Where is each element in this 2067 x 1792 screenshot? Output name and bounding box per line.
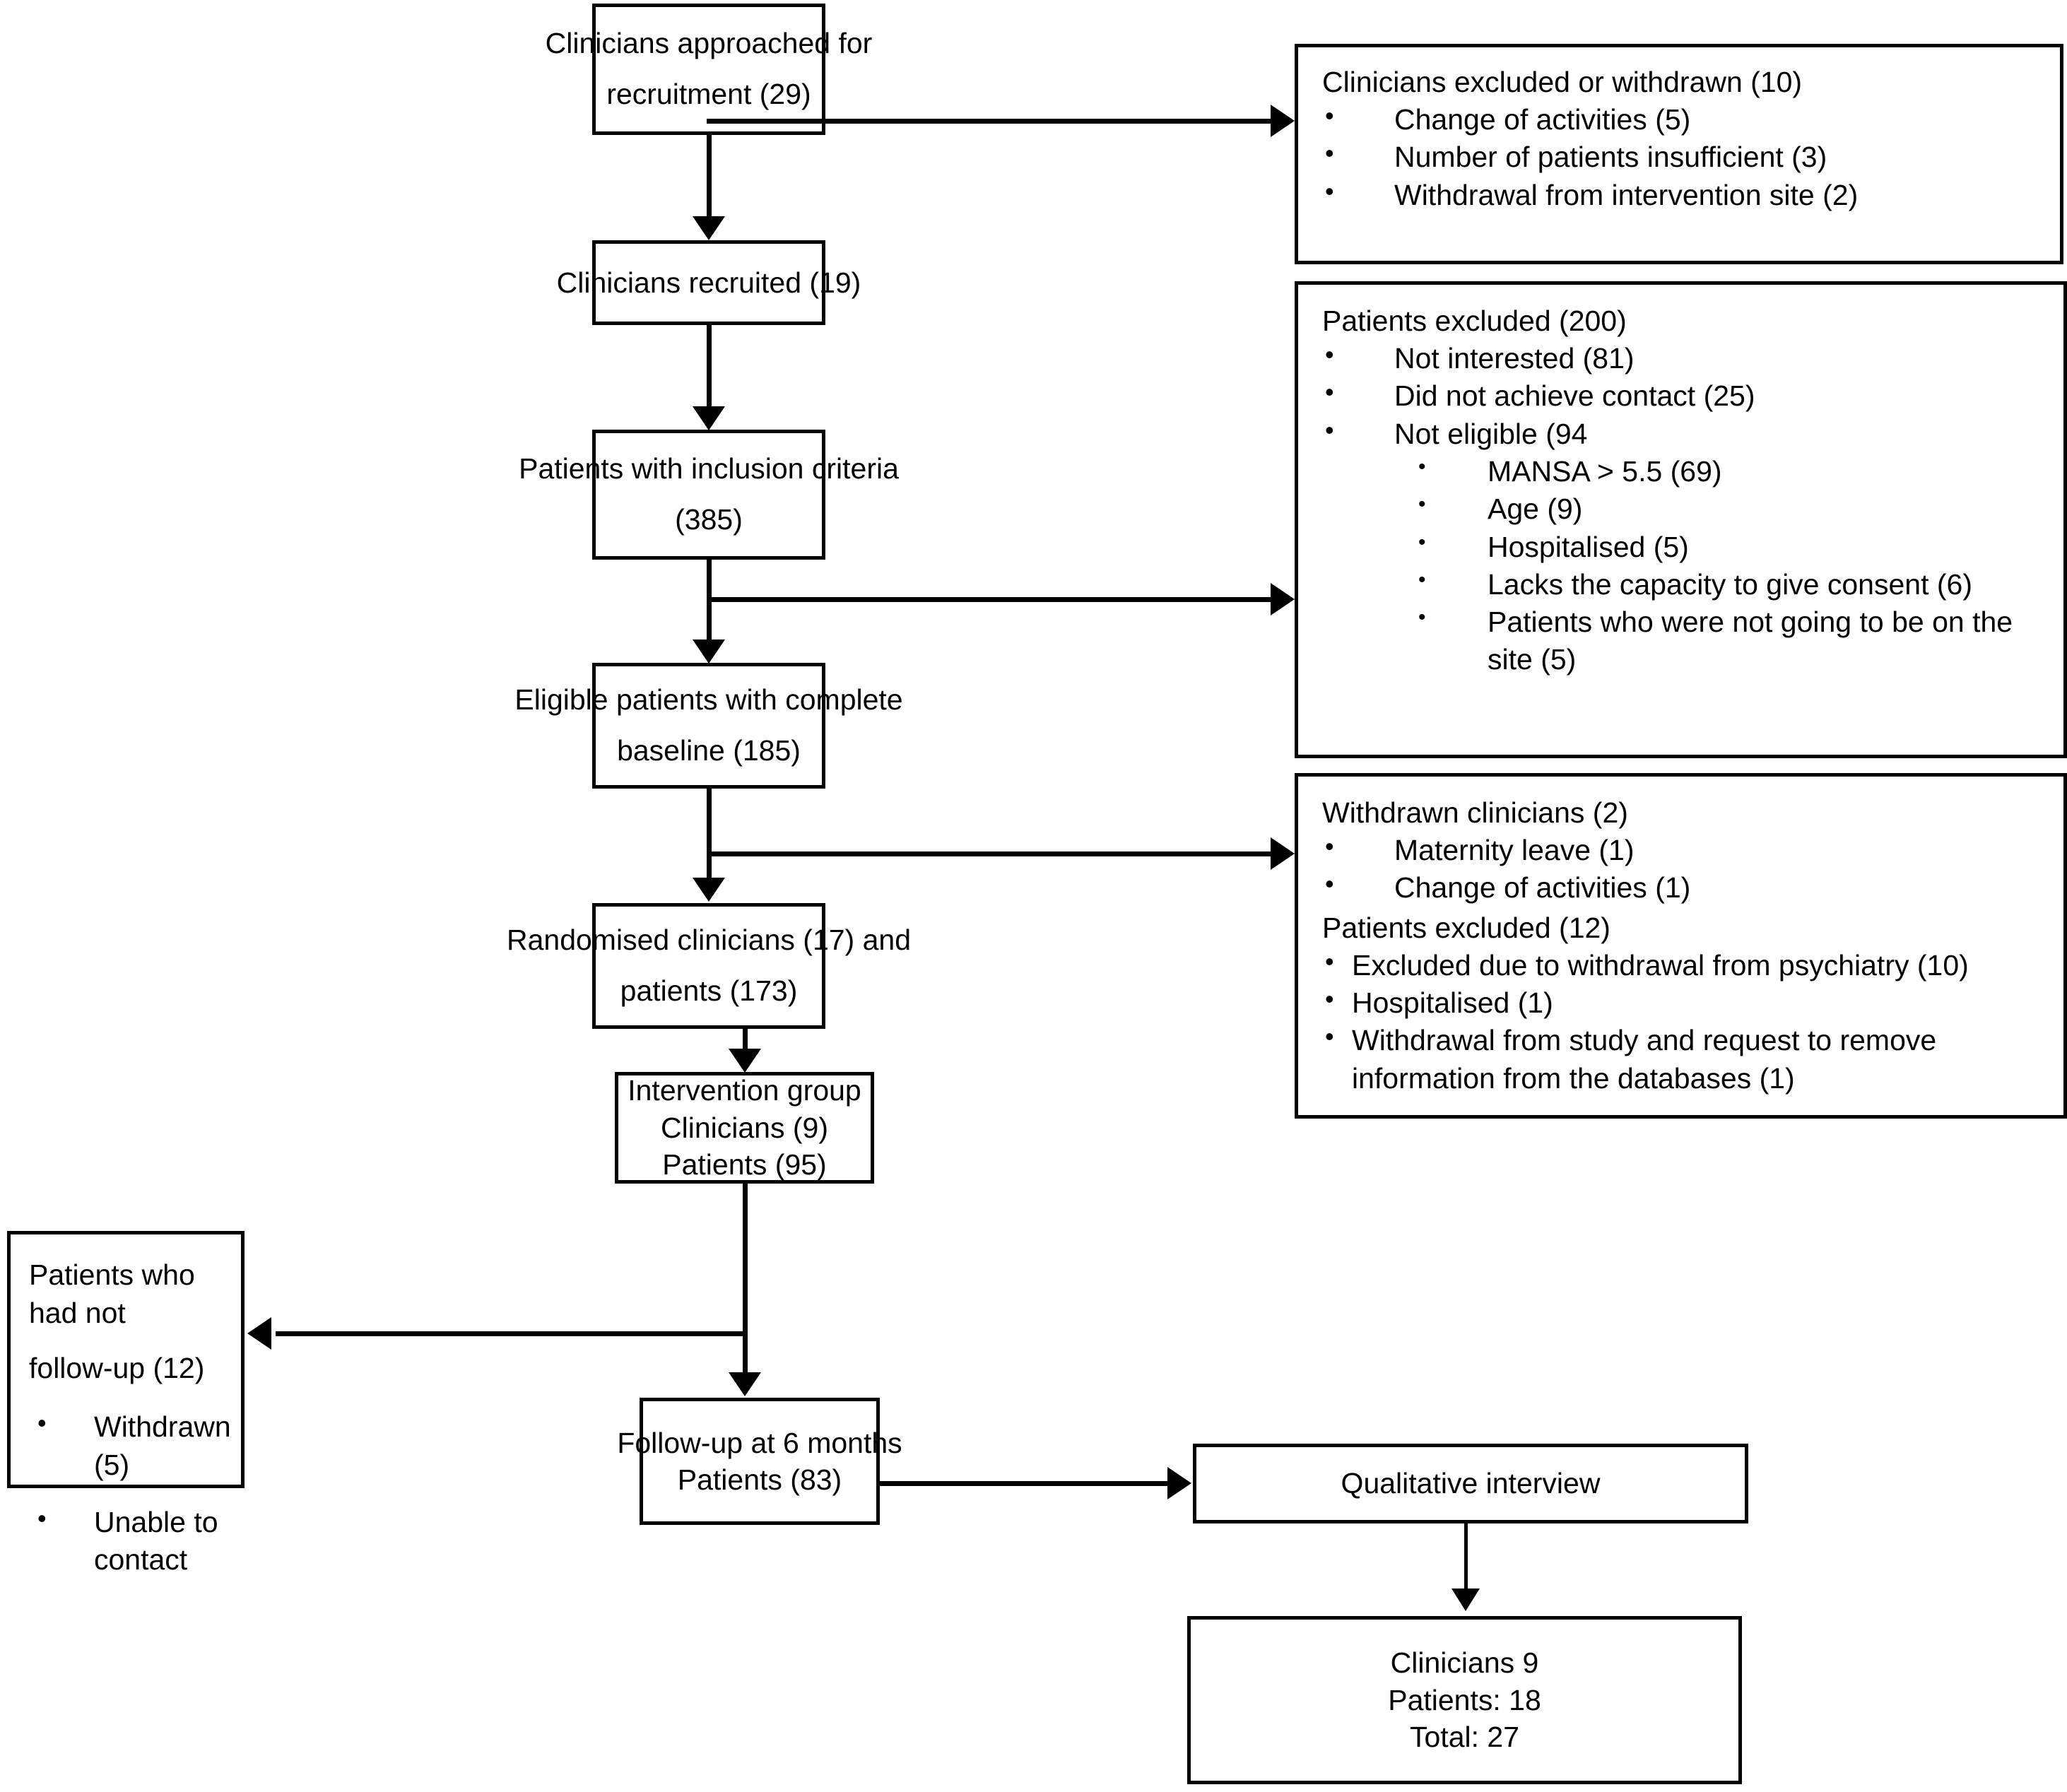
bullet-list: Maternity leave (1) Change of activities… — [1298, 830, 1690, 907]
connector-recruited-to-inclusion — [707, 324, 712, 411]
arrowhead-left — [247, 1317, 271, 1350]
connector-inclusion-to-patients-excluded — [707, 597, 1272, 602]
node-line: Randomised clinicians (17) and — [506, 924, 912, 957]
list-item: Not interested (81) — [1298, 338, 2063, 377]
node-line: Patients: 18 — [1388, 1683, 1541, 1716]
connector-qualitative-to-totals — [1464, 1523, 1468, 1590]
node-clinicians-excluded[interactable]: Clinicians excluded or withdrawn (10) Ch… — [1295, 44, 2063, 264]
box-header: follow-up (12) — [29, 1352, 205, 1385]
connector-intervention-to-no-followup — [276, 1331, 746, 1336]
list-item: Hospitalised (1) — [1298, 983, 2063, 1022]
node-line: Clinicians approached for — [545, 27, 873, 60]
node-line: baseline (185) — [617, 734, 801, 767]
box-header: Patients excluded (200) — [1322, 305, 1627, 337]
node-line: Follow-up at 6 months — [617, 1426, 902, 1459]
bullet-list: Change of activities (5) Number of patie… — [1298, 100, 1858, 214]
list-item: Change of activities (1) — [1298, 868, 1690, 907]
list-item: Did not achieve contact (25) — [1298, 376, 2063, 415]
arrowhead-right — [1167, 1467, 1191, 1499]
node-randomised[interactable]: Randomised clinicians (17) and patients … — [507, 903, 911, 1029]
list-item-sub: Patients who were not going to be on the… — [1298, 603, 2063, 679]
list-item-sub: Lacks the capacity to give consent (6) — [1298, 566, 2063, 603]
arrowhead-down — [693, 639, 725, 664]
list-item: Withdrawal from study and request to rem… — [1298, 1020, 2063, 1097]
node-line: Clinicians recruited (19) — [556, 266, 861, 299]
box-header: Withdrawn clinicians (2) — [1322, 796, 1628, 829]
node-line: Patients (95) — [662, 1148, 827, 1181]
list-item: Withdrawal from intervention site (2) — [1298, 175, 1858, 214]
list-item-sub: Age (9) — [1298, 490, 2063, 528]
arrowhead-down — [729, 1049, 761, 1073]
connector-approached-to-recruited — [707, 134, 712, 218]
list-item: Withdrawn (5) — [11, 1407, 241, 1484]
arrowhead-down — [693, 878, 725, 902]
node-followup-6-months[interactable]: Follow-up at 6 months Patients (83) — [617, 1398, 902, 1525]
node-patients-excluded-200[interactable]: Patients excluded (200) Not interested (… — [1295, 281, 2067, 758]
list-item-sub: Hospitalised (5) — [1298, 529, 2063, 566]
connector-intervention-to-followup — [743, 1182, 748, 1373]
node-line: Intervention group — [628, 1074, 861, 1107]
node-line: Patients (83) — [677, 1463, 842, 1496]
node-eligible-patients-baseline[interactable]: Eligible patients with complete baseline… — [514, 663, 903, 789]
list-item: Unable to contact — [11, 1502, 241, 1579]
node-patients-no-followup[interactable]: Patients who had not follow-up (12) With… — [7, 1231, 245, 1576]
node-line: Total: 27 — [1410, 1721, 1519, 1754]
box-header-secondary: Patients excluded (12) — [1322, 911, 1610, 944]
connector-followup-to-qualitative — [880, 1481, 1170, 1486]
connector-randomised-to-intervention — [743, 1028, 748, 1051]
list-item: Maternity leave (1) — [1298, 830, 1690, 869]
node-clinicians-recruited[interactable]: Clinicians recruited (19) — [557, 240, 861, 325]
node-interview-totals[interactable]: Clinicians 9 Patients: 18 Total: 27 — [1187, 1616, 1742, 1784]
list-item-sub: MANSA > 5.5 (69) — [1298, 453, 2063, 490]
connector-baseline-to-randomised — [707, 788, 712, 878]
arrowhead-down — [693, 406, 725, 430]
arrowhead-right — [1271, 837, 1295, 870]
list-item: Not eligible (94 — [1298, 414, 2063, 453]
arrowhead-right — [1271, 583, 1295, 615]
node-line: Patients with inclusion criteria — [519, 452, 899, 485]
arrowhead-down — [1451, 1588, 1480, 1611]
node-line: Clinicians (9) — [661, 1111, 828, 1144]
list-item: Excluded due to withdrawal from psychiat… — [1298, 945, 2063, 984]
box-header: Patients who had not — [29, 1258, 195, 1330]
node-intervention-group[interactable]: Intervention group Clinicians (9) Patien… — [615, 1072, 874, 1184]
node-withdrawn-clinicians[interactable]: Withdrawn clinicians (2) Maternity leave… — [1295, 773, 2067, 1119]
list-item: Change of activities (5) — [1298, 100, 1858, 138]
bullet-list: Not interested (81) Did not achieve cont… — [1298, 338, 2063, 679]
arrowhead-down — [729, 1372, 761, 1396]
box-header: Clinicians excluded or withdrawn (10) — [1322, 66, 1803, 98]
node-line: recruitment (29) — [606, 78, 811, 110]
node-line: (385) — [675, 503, 743, 536]
connector-approached-to-clinicians-excluded — [707, 119, 1272, 124]
bullet-list: Withdrawn (5) Unable to contact — [11, 1407, 241, 1579]
node-patients-inclusion-criteria[interactable]: Patients with inclusion criteria (385) — [519, 430, 899, 560]
node-qualitative-interview[interactable]: Qualitative interview — [1193, 1444, 1748, 1523]
arrowhead-down — [693, 216, 725, 240]
node-line: patients (173) — [620, 974, 798, 1007]
node-line: Clinicians 9 — [1390, 1646, 1539, 1680]
arrowhead-right — [1271, 105, 1295, 137]
connector-baseline-to-withdrawn — [707, 851, 1272, 856]
bullet-list-secondary: Excluded due to withdrawal from psychiat… — [1298, 945, 2063, 1097]
node-line: Qualitative interview — [1341, 1467, 1601, 1500]
list-item: Number of patients insufficient (3) — [1298, 137, 1858, 176]
node-clinicians-approached[interactable]: Clinicians approached for recruitment (2… — [546, 4, 872, 135]
node-line: Eligible patients with complete — [514, 683, 903, 717]
